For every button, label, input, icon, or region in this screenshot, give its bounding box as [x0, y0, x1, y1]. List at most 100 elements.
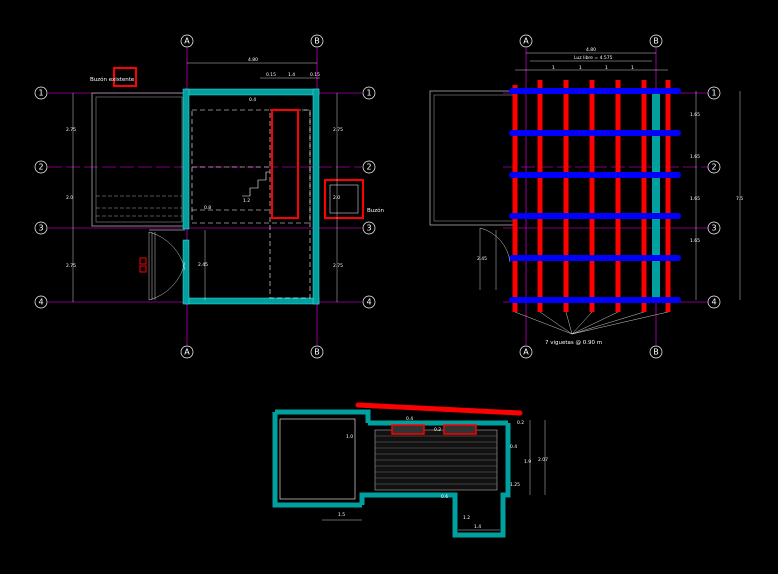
svg-text:1.65: 1.65: [690, 196, 700, 202]
svg-text:B: B: [314, 348, 320, 357]
grid-bubble-1-rr: 1: [707, 86, 721, 100]
grid-bubble-3-rr: 3: [707, 221, 721, 235]
svg-text:1.0: 1.0: [346, 434, 353, 440]
svg-text:2.0: 2.0: [333, 195, 340, 201]
label-existing-drain: Buzón existente: [90, 76, 135, 83]
svg-text:1.2: 1.2: [463, 515, 470, 521]
svg-text:2.75: 2.75: [66, 127, 76, 133]
svg-text:1.65: 1.65: [690, 112, 700, 118]
svg-text:1: 1: [711, 89, 716, 98]
existing-drain-box: [113, 67, 137, 87]
svg-text:1: 1: [579, 65, 582, 71]
grid-bubble-1-right: 1: [362, 86, 376, 100]
svg-text:1.4: 1.4: [288, 72, 295, 78]
plan-left: A B A B 1 2 3 4 1 2 3 4: [34, 34, 385, 359]
svg-text:0.6: 0.6: [441, 494, 448, 500]
svg-text:1.65: 1.65: [690, 154, 700, 160]
existing-building: [91, 92, 185, 227]
svg-text:2.45: 2.45: [477, 256, 487, 262]
grid-bubble-A-top-right: A: [519, 34, 533, 48]
section-walls: [272, 409, 511, 538]
grid-bubble-4-right: 4: [362, 295, 376, 309]
svg-text:2: 2: [711, 163, 716, 172]
svg-text:2: 2: [366, 163, 371, 172]
svg-text:1: 1: [366, 89, 371, 98]
plan-right: A B A B 1 2 3 4: [429, 34, 743, 359]
svg-text:1.65: 1.65: [690, 238, 700, 244]
window-left: [391, 424, 425, 435]
svg-text:4: 4: [711, 298, 716, 307]
roof-slab: [355, 402, 523, 416]
grid-bubble-3-right: 3: [362, 221, 376, 235]
grid-bubble-B-top: B: [310, 34, 324, 48]
svg-text:2: 2: [38, 163, 43, 172]
door-swing-left: [148, 229, 186, 301]
svg-text:2.75: 2.75: [66, 263, 76, 269]
walls-new: [182, 88, 320, 305]
svg-text:3: 3: [366, 224, 371, 233]
svg-text:1: 1: [552, 65, 555, 71]
svg-text:0.15: 0.15: [310, 72, 320, 78]
svg-text:2.07: 2.07: [538, 457, 548, 463]
svg-text:4: 4: [38, 298, 43, 307]
svg-text:A: A: [523, 348, 529, 357]
svg-text:0.15: 0.15: [266, 72, 276, 78]
svg-text:2.45: 2.45: [198, 262, 208, 268]
svg-text:0.2: 0.2: [434, 427, 441, 433]
window-right: [443, 424, 477, 435]
svg-text:Luz libre = 4.575: Luz libre = 4.575: [574, 55, 613, 61]
svg-text:1.4: 1.4: [474, 524, 481, 530]
svg-text:1.25: 1.25: [510, 482, 520, 488]
svg-text:1.5: 1.5: [338, 512, 345, 518]
grid-bubble-2-right: 2: [362, 160, 376, 174]
joist-note: 7 viguetas @ 0.90 m: [545, 340, 602, 346]
svg-text:0.4: 0.4: [510, 444, 517, 450]
existing-building-right: [429, 90, 517, 226]
svg-text:A: A: [184, 37, 190, 46]
grid-bubble-B-bottom-right: B: [649, 345, 663, 359]
dim-overall-width: 4.80: [248, 57, 258, 63]
svg-text:0.4: 0.4: [249, 97, 256, 103]
joist-note-leaders: [514, 311, 669, 335]
svg-text:A: A: [523, 37, 529, 46]
grid-bubble-3-left: 3: [34, 221, 48, 235]
svg-text:1: 1: [631, 65, 634, 71]
svg-text:B: B: [314, 37, 320, 46]
beams-red: [512, 80, 671, 312]
svg-text:B: B: [653, 348, 659, 357]
svg-text:2.0: 2.0: [66, 195, 73, 201]
grid-bubble-B-top-right: B: [649, 34, 663, 48]
grid-bubble-A-bottom: A: [180, 345, 194, 359]
svg-text:7.5: 7.5: [736, 196, 743, 202]
svg-text:1.2: 1.2: [243, 198, 250, 204]
svg-text:0.8: 0.8: [204, 205, 211, 211]
stair-steps: [242, 171, 270, 197]
svg-text:2.75: 2.75: [333, 263, 343, 269]
grid-bubble-1-left: 1: [34, 86, 48, 100]
grid-bubble-4-left: 4: [34, 295, 48, 309]
svg-text:1.9: 1.9: [524, 459, 531, 465]
label-drain: Buzón: [367, 207, 385, 214]
grid-bubble-A-bottom-right: A: [519, 345, 533, 359]
grid-bubble-4-rr: 4: [707, 295, 721, 309]
svg-text:A: A: [184, 348, 190, 357]
joists-blue: [509, 88, 681, 303]
grid-bubble-2-left: 2: [34, 160, 48, 174]
svg-text:0.4: 0.4: [406, 416, 413, 422]
grid-bubble-2-rr: 2: [707, 160, 721, 174]
brick-hatch: [374, 429, 498, 491]
svg-text:2.75: 2.75: [333, 127, 343, 133]
section-view: 0.4 0.2 1.0 2.07 1.9 1.25 0.6 0.4 1.2 1.…: [272, 402, 548, 538]
svg-text:1: 1: [38, 89, 43, 98]
svg-text:4.80: 4.80: [586, 47, 596, 53]
svg-text:B: B: [653, 37, 659, 46]
svg-text:0.2: 0.2: [517, 420, 524, 426]
svg-text:3: 3: [38, 224, 43, 233]
svg-text:3: 3: [711, 224, 716, 233]
grid-bubble-B-bottom: B: [310, 345, 324, 359]
svg-text:1: 1: [605, 65, 608, 71]
svg-text:4: 4: [366, 298, 371, 307]
grid-bubble-A-top: A: [180, 34, 194, 48]
